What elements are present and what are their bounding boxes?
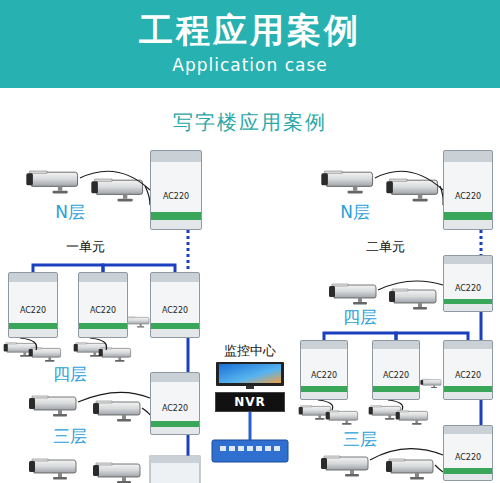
network-cable	[480, 400, 483, 425]
text-label: 三层	[343, 430, 377, 450]
camera-wires	[20, 171, 443, 472]
text-label: 监控中心	[224, 344, 276, 359]
poe-switch-box: AC220	[150, 150, 202, 230]
text-label: N层	[55, 203, 85, 223]
poe-switch-box: AC220	[372, 340, 420, 400]
network-cable	[187, 338, 190, 372]
device-label: AC220	[455, 192, 481, 201]
poe-switch-box: AC220	[300, 340, 348, 400]
page-title: 工程应用案例	[139, 11, 361, 50]
device-label: AC220	[455, 283, 481, 292]
network-cable	[396, 333, 468, 340]
device-label: AC220	[162, 404, 188, 413]
poe-switch-box: AC220	[78, 272, 128, 338]
network-cable	[324, 333, 396, 340]
text-label: 三层	[53, 427, 87, 447]
cable	[187, 435, 190, 456]
device-label: AC220	[455, 370, 481, 379]
poe-switch-box: AC220	[443, 340, 493, 400]
device-label: AC220	[455, 453, 481, 462]
poe-switch-box: AC220	[150, 272, 200, 338]
network-cable	[480, 230, 483, 255]
network-cable	[33, 265, 103, 272]
device-label: AC220	[20, 306, 46, 315]
device-label: NVR	[234, 395, 266, 409]
subtitle: Application case	[172, 56, 327, 76]
monitor	[216, 362, 284, 389]
poe-switch-box: AC220	[443, 425, 493, 481]
text-label: 写字楼应用案例	[173, 111, 327, 134]
header-band	[0, 0, 500, 88]
nvr-recorder: NVR	[215, 392, 285, 412]
device-label: AC220	[162, 306, 188, 315]
cameras	[4, 171, 441, 483]
switch-box-cut	[150, 456, 200, 483]
network-switch	[212, 440, 288, 462]
device-label: AC220	[90, 306, 116, 315]
text-label: N层	[340, 203, 370, 223]
text-label: 四层	[343, 308, 377, 328]
network-cable	[480, 312, 483, 340]
poe-switch-box: AC220	[8, 272, 58, 338]
network-cable	[187, 230, 190, 272]
device-label: AC220	[311, 370, 337, 379]
poe-switch-box: AC220	[443, 150, 493, 230]
device-label: AC220	[163, 192, 189, 201]
poe-switch-box: AC220	[150, 372, 200, 435]
network-cable	[103, 265, 175, 272]
text-label: 二单元	[366, 240, 405, 255]
text-label: 四层	[53, 365, 87, 385]
patch-cable	[249, 412, 252, 440]
device-label: AC220	[383, 370, 409, 379]
text-label: 一单元	[66, 240, 105, 255]
poe-switch-box: AC220	[443, 255, 493, 312]
